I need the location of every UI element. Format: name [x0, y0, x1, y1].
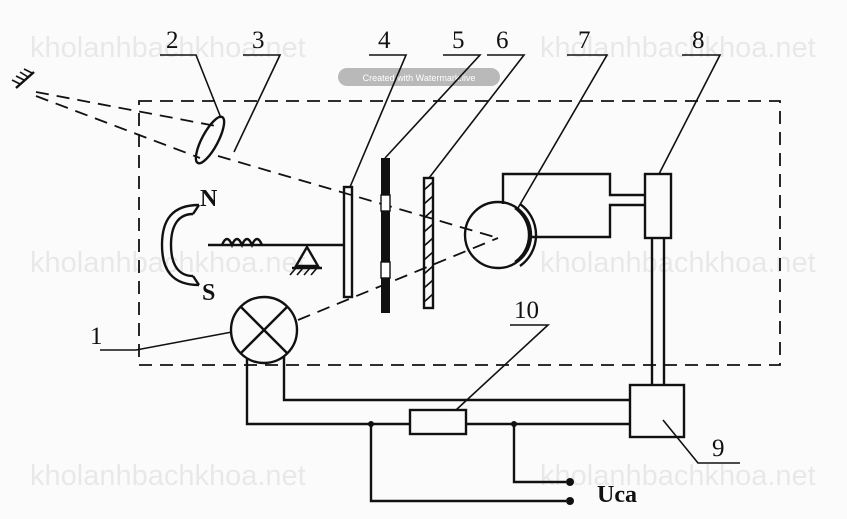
plate [342, 185, 354, 299]
disc-slot-upper [380, 194, 391, 212]
watermark-badge: Created with Watermark.live [338, 68, 500, 86]
watermark-text: kholanhbachkhoa.net [540, 460, 816, 492]
photodetector-inner [514, 207, 531, 263]
callout-6: 6 [496, 27, 509, 54]
callout-5: 5 [452, 27, 465, 54]
supply-terminal [566, 478, 574, 486]
callout-leaders [100, 54, 740, 464]
detector-wire-upper [501, 172, 645, 204]
slotted-disc [381, 158, 390, 313]
coil [220, 237, 264, 249]
watermark-text: kholanhbachkhoa.net [30, 460, 306, 492]
magnet-inner [169, 212, 194, 278]
amplifier-block [643, 172, 673, 240]
watermark-text: kholanhbachkhoa.net [540, 32, 816, 64]
watermark-badge-text: Created with Watermark.live [363, 73, 476, 83]
lamp [229, 295, 299, 365]
magnet [160, 203, 200, 287]
callout-7: 7 [578, 27, 591, 54]
lens [194, 115, 226, 165]
callout-2: 2 [166, 27, 179, 54]
supply-wire-upper [512, 424, 566, 484]
instrument-enclosure [138, 100, 781, 366]
callout-10: 10 [514, 297, 539, 324]
callout-3: 3 [252, 27, 265, 54]
lamp-wire-upper [282, 357, 630, 402]
supply-terminal [566, 497, 574, 505]
callout-1: 1 [90, 323, 103, 350]
lamp-wire-lower [245, 358, 410, 426]
incoming-ray-lower [35, 95, 201, 159]
beam-upper [217, 155, 499, 239]
watermarks: kholanhbachkhoa.net kholanhbachkhoa.net … [30, 32, 816, 492]
optical-filter [422, 176, 435, 310]
watermark-text: kholanhbachkhoa.net [540, 247, 816, 279]
beam-lower [297, 237, 499, 321]
resistor [408, 408, 468, 436]
callout-4: 4 [378, 27, 391, 54]
detector-wire-lower [531, 203, 645, 239]
watermark-text: kholanhbachkhoa.net [30, 247, 306, 279]
watermark-badge-pill [338, 68, 500, 86]
watermark-text: kholanhbachkhoa.net [30, 32, 306, 64]
supply-label: Uca [597, 482, 637, 508]
pivot [293, 244, 321, 268]
control-block [628, 383, 686, 439]
incoming-ray-upper [35, 91, 217, 127]
disc-slot-lower [380, 261, 391, 279]
callout-8: 8 [692, 27, 705, 54]
callout-9: 9 [712, 435, 725, 462]
photodetector [463, 200, 533, 270]
pole-north-label: N [200, 186, 218, 212]
supply-wire-lower [369, 424, 566, 503]
pole-south-label: S [202, 280, 215, 306]
light-source [11, 68, 35, 89]
